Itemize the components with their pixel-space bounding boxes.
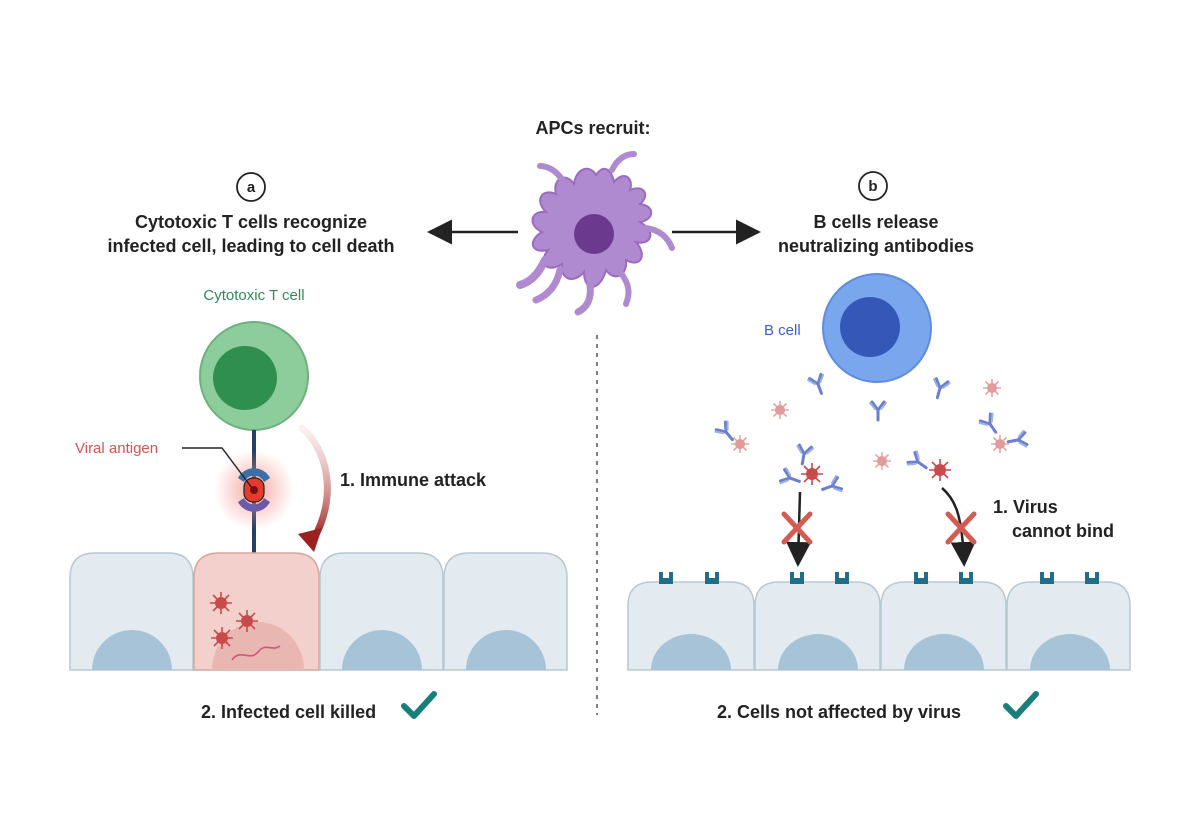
- epithelium-b: [627, 572, 1131, 671]
- panel-a-marker: a: [247, 179, 256, 196]
- panel-a-check-icon: [401, 691, 437, 719]
- panel-a: a Cytotoxic T cells recognize infected c…: [69, 172, 568, 722]
- blocked-arrow-left: [781, 491, 813, 567]
- immune-attack-arrow: [298, 424, 331, 542]
- panel-a-marker-circle: [236, 172, 266, 202]
- cytotoxic-t-cell: [199, 321, 309, 431]
- panel-b-step2: 2. Cells not affected by virus: [717, 702, 961, 722]
- panel-b: b B cells release neutralizing antibodie…: [627, 171, 1131, 722]
- b-cell: [822, 273, 932, 383]
- panel-a-step1: 1. Immune attack: [340, 470, 487, 490]
- panel-b-marker: b: [868, 178, 877, 195]
- apc-cell: [516, 151, 675, 316]
- panel-b-step1-line2: cannot bind: [1012, 521, 1114, 541]
- tcell-label: Cytotoxic T cell: [203, 287, 304, 304]
- panel-b-title-line2: neutralizing antibodies: [778, 236, 974, 256]
- panel-b-step1-line1: 1. Virus: [993, 497, 1058, 517]
- panel-a-title-line1: Cytotoxic T cells recognize: [135, 212, 367, 232]
- viral-antigen-label: Viral antigen: [75, 440, 158, 457]
- panel-a-step2: 2. Infected cell killed: [201, 702, 376, 722]
- panel-b-check-icon: [1003, 691, 1039, 719]
- apc-title: APCs recruit:: [535, 118, 650, 138]
- blocked-arrow-right: [941, 487, 977, 567]
- epithelium-a: [69, 552, 568, 671]
- viral-antigen-complex: [238, 468, 270, 512]
- bcell-label: B cell: [764, 322, 801, 339]
- panel-b-title-line1: B cells release: [813, 212, 938, 232]
- panel-a-title-line2: infected cell, leading to cell death: [107, 236, 394, 256]
- panel-b-marker-circle: [858, 171, 888, 201]
- antibodies-and-viruses: [713, 372, 1029, 499]
